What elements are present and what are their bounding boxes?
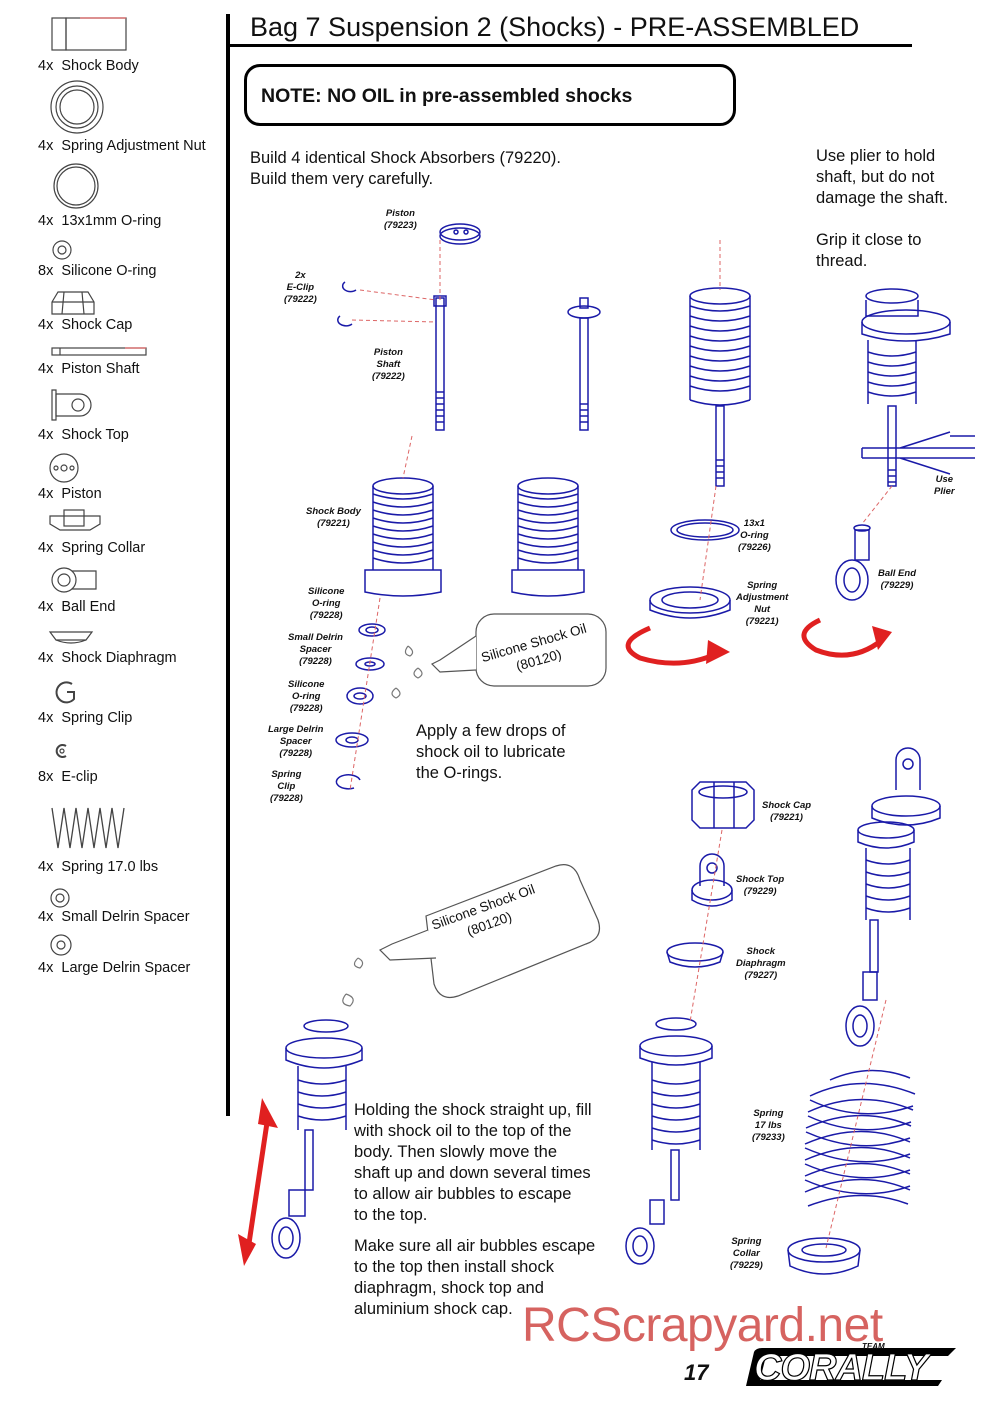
spring-collar-part bbox=[787, 1237, 861, 1275]
silicone-o-ring-icon bbox=[52, 240, 72, 260]
assembled-shock-left bbox=[271, 1019, 363, 1259]
small-delrin-spacer-icon bbox=[50, 888, 70, 908]
part-spring-clip: 4x Spring Clip bbox=[38, 710, 133, 726]
plier-part bbox=[861, 431, 975, 475]
part-spring: 4x Spring 17.0 lbs bbox=[38, 859, 159, 875]
piston-part bbox=[439, 223, 481, 245]
rotate-arrow-1 bbox=[625, 625, 718, 666]
shock-cap-icon bbox=[51, 291, 95, 315]
shock-top-part bbox=[691, 853, 733, 907]
shock-body-part-4 bbox=[861, 288, 951, 487]
spring-part bbox=[804, 1069, 916, 1207]
part-large-delrin-spacer: 4x Large Delrin Spacer bbox=[38, 960, 191, 976]
large-delrin-spacer-icon bbox=[50, 934, 72, 956]
part-spring-adjustment-nut: 4x Spring Adjustment Nut bbox=[38, 138, 206, 154]
alignment-lines bbox=[349, 240, 893, 1249]
spring-collar-icon bbox=[49, 509, 101, 531]
callout-piston: Piston(79223) bbox=[384, 208, 417, 231]
vertical-divider bbox=[226, 14, 230, 1116]
part-small-delrin-spacer: 4x Small Delrin Spacer bbox=[38, 909, 190, 925]
shock-body-part-3 bbox=[689, 287, 751, 487]
logo-team-text: TEAM bbox=[862, 1342, 885, 1351]
shock-body-part-2 bbox=[511, 477, 585, 597]
title-underline bbox=[226, 44, 912, 47]
spring-adjustment-nut-part bbox=[649, 586, 731, 619]
spring-clip-part bbox=[335, 774, 361, 790]
o-ring-icon bbox=[53, 163, 99, 209]
part-piston: 4x Piston bbox=[38, 486, 102, 502]
e-clip-icon bbox=[55, 744, 67, 758]
assembled-shaft-2 bbox=[567, 297, 601, 431]
piston-shaft-icon bbox=[51, 347, 147, 356]
callout-shock-cap: Shock Cap(79221) bbox=[762, 800, 812, 823]
part-shock-top: 4x Shock Top bbox=[38, 427, 129, 443]
shock-top-icon bbox=[51, 389, 92, 421]
large-delrin-spacer-part bbox=[335, 732, 369, 748]
oil-bottle-1 bbox=[430, 613, 607, 687]
part-piston-shaft: 4x Piston Shaft bbox=[38, 361, 140, 377]
part-silicone-o-ring: 8x Silicone O-ring bbox=[38, 263, 157, 279]
up-down-arrow bbox=[238, 1098, 278, 1266]
spring-adjustment-nut-icon bbox=[50, 80, 104, 134]
part-o-ring: 4x 13x1mm O-ring bbox=[38, 213, 162, 229]
build-instructions: Build 4 identical Shock Absorbers (79220… bbox=[250, 149, 561, 188]
note-box: NOTE: NO OIL in pre-assembled shocks bbox=[244, 64, 736, 126]
logo-swoosh-icon bbox=[746, 1348, 956, 1386]
o-ring-13x1-part bbox=[670, 519, 740, 541]
callout-shock-top: Shock Top(79229) bbox=[736, 874, 785, 897]
shock-body-icon bbox=[51, 17, 127, 51]
oil-bottle-2 bbox=[378, 864, 601, 999]
part-shock-cap: 4x Shock Cap bbox=[38, 317, 133, 333]
spring-clip-icon bbox=[55, 681, 75, 704]
part-spring-collar: 4x Spring Collar bbox=[38, 540, 146, 556]
part-shock-diaphragm: 4x Shock Diaphragm bbox=[38, 650, 177, 666]
shock-cap-part bbox=[691, 781, 755, 829]
note-text: NOTE: NO OIL in pre-assembled shocks bbox=[261, 85, 633, 107]
oil-drops bbox=[342, 645, 423, 1007]
rotate-arrow-2 bbox=[801, 617, 884, 658]
part-shock-body: 4x Shock Body bbox=[38, 58, 139, 74]
rotate-arrowhead-2 bbox=[872, 626, 892, 650]
shock-diaphragm-part bbox=[666, 942, 724, 968]
part-e-clip: 8x E-clip bbox=[38, 769, 98, 785]
silicone-o-ring-part-2 bbox=[346, 687, 374, 705]
page-title: Bag 7 Suspension 2 (Shocks) - PRE-ASSEMB… bbox=[250, 12, 860, 42]
callout-ball-end: Ball End(79229) bbox=[878, 568, 917, 591]
assembled-shock-body-lower bbox=[625, 1017, 713, 1265]
team-corally-logo: TEAM CORALLY bbox=[742, 1342, 960, 1390]
piston-shaft-part bbox=[433, 295, 447, 431]
logo-wordmark: CORALLY bbox=[753, 1346, 929, 1389]
shock-diaphragm-icon bbox=[48, 631, 94, 644]
assembled-shock-right bbox=[845, 747, 941, 1047]
watermark: RCScrapyard.net bbox=[522, 1299, 883, 1352]
piston-icon bbox=[49, 453, 79, 483]
e-clip-part bbox=[337, 281, 357, 327]
rotate-arrowhead-1 bbox=[706, 640, 730, 664]
spring-icon bbox=[51, 807, 125, 849]
silicone-o-ring-part bbox=[358, 623, 386, 637]
part-ball-end: 4x Ball End bbox=[38, 599, 116, 615]
ball-end-part bbox=[835, 524, 871, 601]
shock-body-part bbox=[364, 477, 442, 597]
page-number: 17 bbox=[684, 1360, 709, 1385]
callout-shock-body: Shock Body(79221) bbox=[306, 506, 361, 529]
ball-end-icon bbox=[51, 567, 97, 593]
